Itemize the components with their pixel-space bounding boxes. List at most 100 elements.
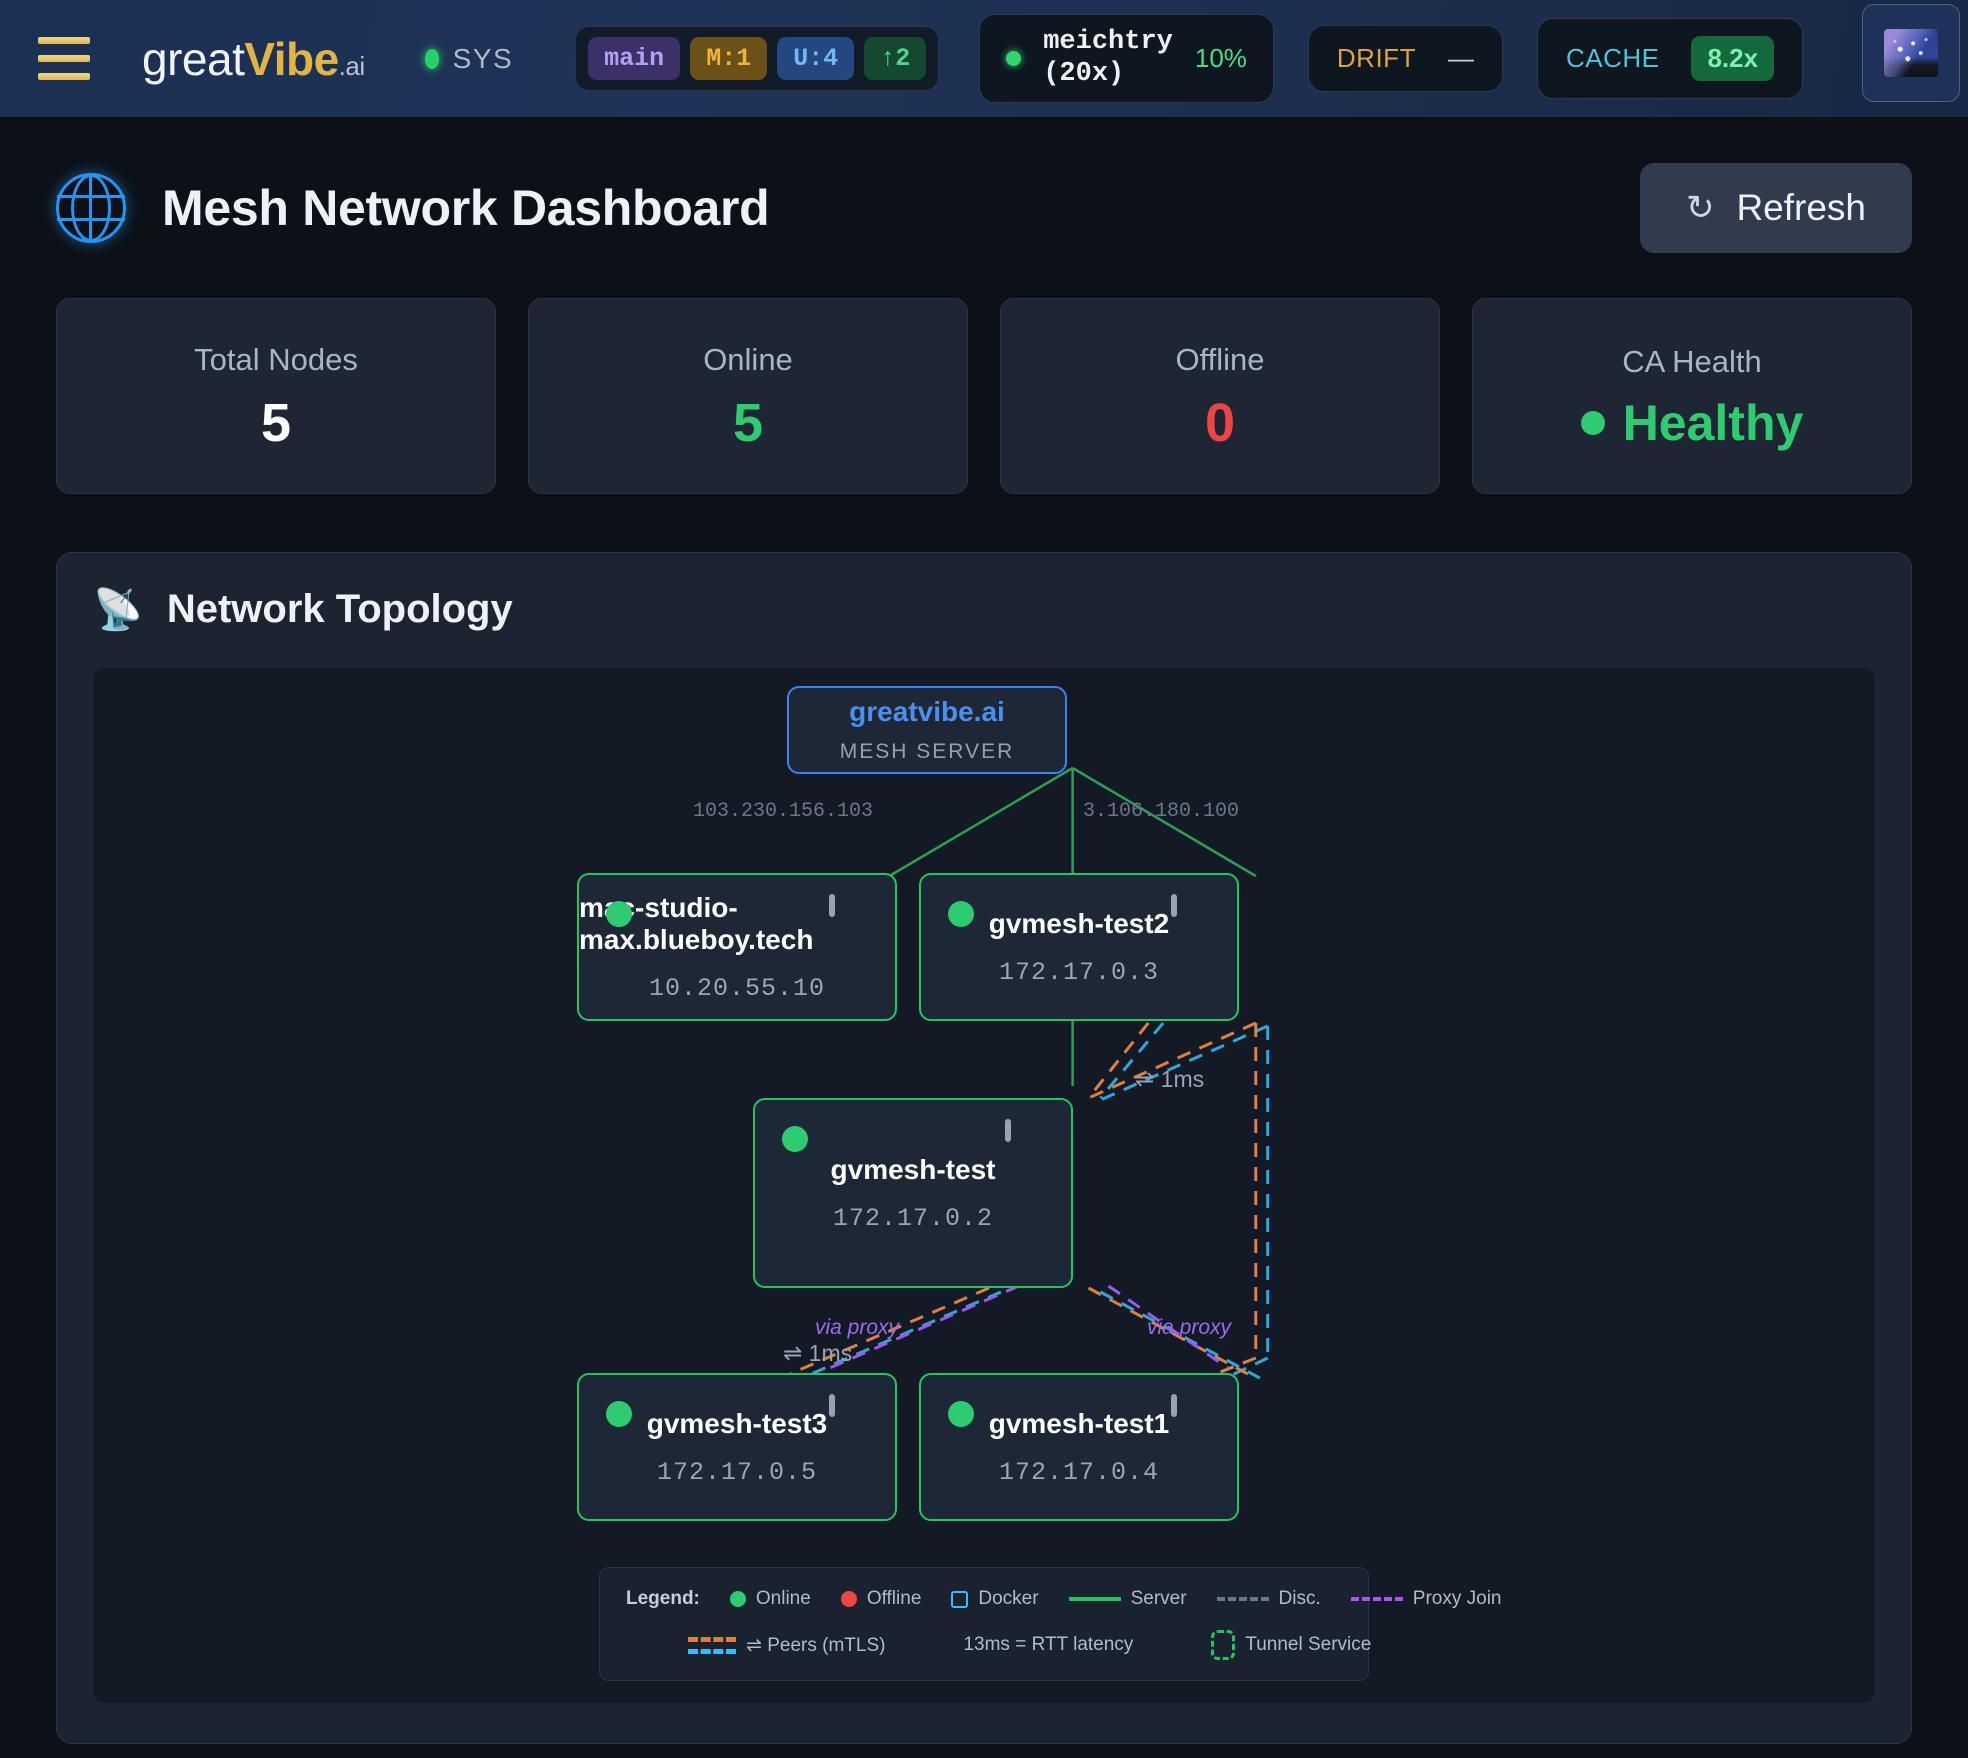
peer-dashes-icon [688,1636,736,1654]
page-title: Mesh Network Dashboard [162,180,770,236]
topology-node-mac-studio[interactable]: mac-studio-max.blueboy.tech 10.20.55.10 [577,873,897,1021]
legend-item-server: Server [1068,1588,1187,1610]
node-status-dot-icon [948,1401,974,1427]
node-status-dot-icon [948,901,974,927]
panel-header: 📡 Network Topology [93,587,1875,632]
legend-label: ⇌ Peers (mTLS) [746,1634,886,1656]
legend-label: Proxy Join [1412,1588,1502,1609]
stat-card-ca-health: CA Health Healthy [1472,298,1912,494]
globe-icon [56,173,126,243]
edge-label-proxy-right: via proxy [1147,1316,1232,1339]
offline-dot-icon [840,1591,857,1607]
legend-item-peers: ⇌ Peers (mTLS) [688,1634,885,1657]
stat-card-online: Online 5 [528,298,968,494]
brand-part-2: Vibe [244,32,339,85]
legend-title: Legend: [626,1588,700,1609]
user-multiplier: (20x) [1043,58,1125,89]
cache-metric[interactable]: CACHE 8.2x [1536,18,1804,99]
topology-node-gvmesh-test2[interactable]: gvmesh-test2 172.17.0.3 [919,873,1239,1021]
legend-item-online: Online [729,1588,811,1610]
galaxy-avatar-icon [1884,29,1938,77]
stat-card-offline: Offline 0 [1000,298,1440,494]
legend-row-1: Legend: Online Offline Docker Server Dis… [626,1588,1501,1610]
node-name: gvmesh-test3 [646,1407,828,1439]
online-dot-icon [729,1591,746,1607]
user-session-box[interactable]: meichtry(20x) 10% [979,14,1274,103]
hamburger-bar [38,55,90,62]
monitor-icon [1171,894,1211,933]
node-name: gvmesh-test2 [988,907,1170,939]
stat-label: Online [703,342,793,377]
refresh-button[interactable]: ↻ Refresh [1639,163,1912,253]
legend-item-disc: Disc. [1216,1588,1321,1610]
stat-value: Healthy [1622,395,1804,451]
stat-value: 0 [1204,393,1236,453]
user-online-dot-icon [1006,51,1022,66]
cache-label: CACHE [1565,43,1660,73]
stat-label: Offline [1175,342,1265,377]
satellite-dish-icon: 📡 [93,587,143,632]
user-name: meichtry(20x) [1043,27,1173,89]
refresh-label: Refresh [1736,187,1866,228]
edge-label-right-ip: 3.106.180.100 [1083,800,1240,823]
legend-label: Online [755,1588,811,1609]
sys-label: SYS [452,42,514,74]
page-body: Mesh Network Dashboard ↻ Refresh Total N… [0,118,1968,1744]
node-status-dot-icon [606,901,632,927]
node-name: greatvibe.ai [849,696,1005,727]
stat-label: CA Health [1622,344,1762,379]
edge-label-left-ip: 103.230.156.103 [693,800,874,823]
edge-label-latency-lower: ⇌ 1ms [783,1340,853,1366]
legend-label: 13ms = RTT latency [963,1634,1134,1655]
drift-label: DRIFT [1336,43,1416,73]
panel-title: Network Topology [166,587,513,631]
docker-square-icon [951,1590,969,1608]
status-badge: Healthy [1580,395,1804,451]
legend-item-proxy-join: Proxy Join [1350,1588,1502,1610]
node-name: mac-studio-max.blueboy.tech [579,891,814,955]
drift-value: — [1447,43,1474,73]
legend-label: Tunnel Service [1245,1634,1372,1655]
topology-canvas[interactable]: greatvibe.ai MESH SERVER 103.230.156.103… [93,668,1875,1703]
stat-card-total-nodes: Total Nodes 5 [56,298,496,494]
node-subtitle: MESH SERVER [839,740,1015,763]
monitor-icon [829,894,869,933]
brand-logo[interactable]: greatVibe.ai [142,32,365,86]
node-ip: 172.17.0.5 [656,1457,818,1487]
git-ahead-pill[interactable]: ↑2 [864,37,927,80]
topology-node-gvmesh-test3[interactable]: gvmesh-test3 172.17.0.5 [577,1373,897,1521]
sys-status: SYS [424,42,514,75]
user-name-text: meichtry [1043,27,1173,58]
cache-value: 8.2x [1691,36,1775,81]
stat-value: 5 [260,393,292,453]
node-name: gvmesh-test1 [988,1407,1170,1439]
topology-node-gvmesh-test[interactable]: gvmesh-test 172.17.0.2 [753,1098,1073,1288]
legend-row-2: ⇌ Peers (mTLS) 13ms = RTT latency Tunnel… [626,1630,1371,1660]
dashed-line-icon [1216,1597,1269,1601]
node-status-dot-icon [606,1401,632,1427]
node-status-dot-icon [782,1126,808,1152]
legend-label: Docker [978,1588,1039,1609]
git-modified-pill[interactable]: M:1 [690,37,768,80]
edge-label-proxy-left: via proxy [815,1316,900,1339]
monitor-icon [1005,1119,1045,1158]
topology-node-server[interactable]: greatvibe.ai MESH SERVER [787,686,1067,774]
node-ip: 172.17.0.3 [998,957,1160,987]
node-ip: 172.17.0.4 [998,1457,1160,1487]
edge-label-latency-upper: ⇌ 1ms [1135,1066,1205,1092]
git-branch-pill[interactable]: main [588,37,681,80]
legend-item-rtt: 13ms = RTT latency [963,1634,1133,1656]
refresh-icon: ↻ [1685,189,1715,227]
legend-label: Server [1130,1588,1187,1609]
avatar[interactable] [1862,4,1960,102]
drift-metric[interactable]: DRIFT — [1307,25,1503,92]
hamburger-menu-icon[interactable] [38,37,90,80]
page-header: Mesh Network Dashboard ↻ Refresh [56,118,1912,298]
node-ip: 10.20.55.10 [648,973,826,1003]
network-topology-panel: 📡 Network Topology [56,552,1912,1744]
node-name: gvmesh-test [830,1153,996,1185]
git-untracked-pill[interactable]: U:4 [777,37,855,80]
purple-dashed-line-icon [1350,1597,1403,1601]
topology-node-gvmesh-test1[interactable]: gvmesh-test1 172.17.0.4 [919,1373,1239,1521]
legend-label: Disc. [1278,1588,1321,1609]
